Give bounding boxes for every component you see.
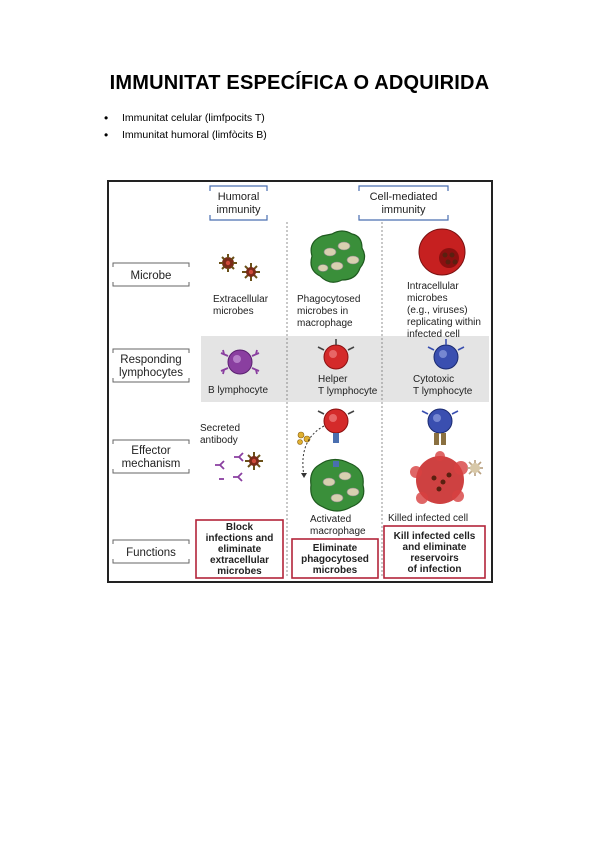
- cytokine-icon: [297, 431, 311, 445]
- cell-mediated-header-line: Cell-mediated: [370, 191, 438, 203]
- function-c2-text: Eliminate: [313, 543, 358, 554]
- function-c3-text: of infection: [408, 564, 462, 575]
- humoral-header-line: Humoral: [218, 191, 260, 203]
- microbe-c3-text: replicating within: [407, 317, 481, 328]
- cell-mediated-header-line: immunity: [381, 204, 426, 216]
- effector-c1-text: antibody: [200, 435, 238, 446]
- function-c1-text: infections and: [206, 533, 274, 544]
- immunity-diagram: Humoral immunity Cell-mediated immunity …: [112, 185, 489, 579]
- function-c1-text: microbes: [217, 566, 262, 577]
- bound-microbe-icon: [245, 452, 263, 470]
- row-label-effector: Effector mechanism: [112, 439, 190, 474]
- lymphocyte-c3-text: Cytotoxic: [413, 374, 454, 385]
- killed-infected-cell-icon: [410, 451, 468, 504]
- cell-mediated-header: [358, 185, 449, 221]
- microbe-c3-text: microbes: [407, 293, 448, 304]
- function-box-c3: [383, 525, 486, 579]
- row-label-text: lymphocytes: [119, 367, 183, 379]
- lymphocyte-c2-text: T lymphocyte: [318, 386, 378, 397]
- function-c2-text: microbes: [313, 565, 358, 576]
- microbe-c1-text: Extracellular: [213, 294, 269, 305]
- effector-c2-text: macrophage: [310, 526, 366, 537]
- row-label-text: mechanism: [122, 458, 181, 470]
- cytotoxic-t-attacking-icon: [421, 408, 459, 445]
- bullet-item: Immunitat celular (limfpocits T): [104, 110, 267, 127]
- function-c3-text: and eliminate: [403, 542, 467, 553]
- row-label-text: Microbe: [131, 270, 172, 282]
- bullet-item: Immunitat humoral (limfòcits B): [104, 127, 267, 144]
- function-box-c1: [195, 519, 284, 579]
- effector-c3-text: Killed infected cell: [388, 513, 468, 524]
- bullet-list: Immunitat celular (limfpocits T) Immunit…: [104, 110, 267, 144]
- arrow-head-icon: [301, 473, 307, 478]
- function-c1-text: Block: [226, 522, 254, 533]
- activated-macrophage-icon: [310, 458, 365, 512]
- function-c2-text: phagocytosed: [301, 554, 369, 565]
- function-c3-text: Kill infected cells: [394, 531, 476, 542]
- function-c3-text: reservoirs: [410, 553, 459, 564]
- extracellular-microbe-icon: [219, 254, 260, 281]
- humoral-header: [209, 185, 268, 221]
- row-label-responding: Responding lymphocytes: [112, 348, 190, 383]
- helper-t-icon: [317, 339, 355, 370]
- row-label-text: Functions: [126, 547, 176, 559]
- microbe-c3-text: (e.g., viruses): [407, 305, 468, 316]
- released-virus-icon: [467, 460, 483, 476]
- b-lymphocyte-icon: [220, 349, 260, 375]
- microbe-c1-text: microbes: [213, 306, 254, 317]
- page-title: IMMUNITAT ESPECÍFICA O ADQUIRIDA: [109, 72, 490, 94]
- function-c1-text: extracellular: [210, 555, 269, 566]
- effector-c2-text: Activated: [310, 514, 351, 525]
- immunity-figure: Humoral immunity Cell-mediated immunity …: [107, 180, 493, 583]
- secreted-antibody-icon: [215, 452, 244, 482]
- lymphocyte-c1-text: B lymphocyte: [208, 385, 268, 396]
- humoral-header-line: immunity: [216, 204, 261, 216]
- cytotoxic-t-icon: [427, 339, 465, 370]
- microbe-c3-text: infected cell: [407, 329, 460, 340]
- row-label-microbe: Microbe: [112, 262, 190, 287]
- row-label-text: Effector: [131, 445, 171, 457]
- microbe-c2-text: microbes in: [297, 306, 348, 317]
- function-c1-text: eliminate: [218, 544, 262, 555]
- microbe-c2-text: Phagocytosed: [297, 294, 360, 305]
- lymphocyte-c3-text: T lymphocyte: [413, 386, 473, 397]
- lymphocyte-c2-text: Helper: [318, 374, 348, 385]
- effector-c1-text: Secreted: [200, 423, 240, 434]
- microbe-c2-text: macrophage: [297, 318, 353, 329]
- infected-cell-icon: [418, 228, 466, 276]
- macrophage-icon: [310, 230, 366, 283]
- row-label-functions: Functions: [112, 539, 190, 564]
- activation-arrow-icon: [302, 425, 325, 477]
- microbe-c3-text: Intracellular: [407, 281, 459, 292]
- function-box-c2: [291, 538, 379, 579]
- row-label-text: Responding: [120, 354, 181, 366]
- helper-t-activating-icon: [317, 408, 355, 443]
